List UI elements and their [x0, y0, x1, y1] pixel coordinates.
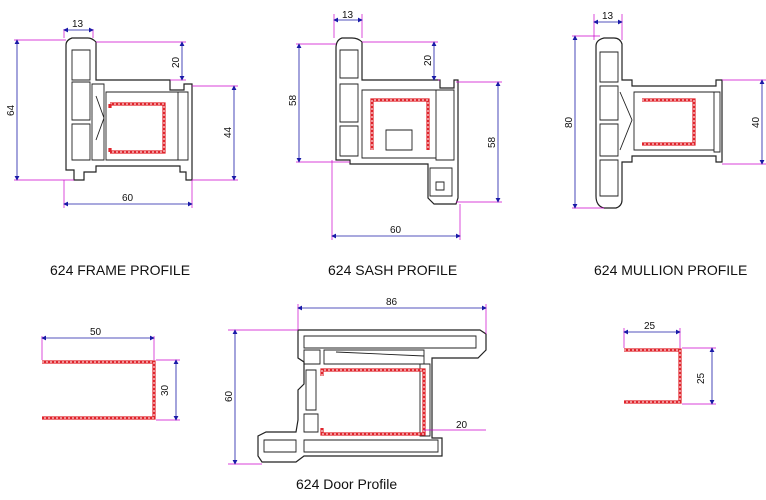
- mullion-dim-right: 40: [751, 116, 762, 128]
- sash-chambers: [339, 49, 455, 197]
- door-dimensions: 86 60 20: [224, 297, 487, 465]
- steel-a-dim-width: 50: [90, 327, 102, 338]
- steel-b-dim-width: 25: [644, 321, 656, 332]
- sash-profile: [335, 37, 459, 205]
- mullion-outline: [595, 37, 723, 209]
- frame-dim-bottom: 60: [122, 193, 134, 204]
- frame-dim-left: 64: [6, 104, 17, 116]
- frame-outline: [65, 37, 193, 181]
- door-caption: 624 Door Profile: [296, 476, 398, 492]
- mullion-dim-top: 13: [602, 11, 614, 22]
- steel-b-dim-height: 25: [696, 372, 707, 384]
- door-dim-width: 86: [386, 297, 398, 308]
- door-dim-inner: 20: [456, 420, 468, 431]
- frame-chambers: [71, 49, 189, 161]
- steel-channel-b: 25 25: [623, 321, 716, 405]
- door-outline: [257, 329, 487, 463]
- sash-dim-upper-right: 20: [423, 54, 434, 66]
- frame-dim-upper-right: 20: [171, 56, 182, 68]
- steel-a-shape: [42, 360, 156, 420]
- sash-dim-right: 58: [487, 136, 498, 148]
- sash-caption: 624 SASH PROFILE: [328, 262, 458, 278]
- mullion-dimensions: 13 80 40: [564, 11, 766, 209]
- mullion-profile: [595, 37, 723, 209]
- sash-dim-left: 58: [288, 94, 299, 106]
- frame-profile: [65, 37, 193, 181]
- sash-dim-bottom: 60: [390, 225, 402, 236]
- door-dim-height: 60: [224, 390, 235, 402]
- sash-dim-top: 13: [342, 10, 354, 21]
- sash-outline: [335, 37, 459, 205]
- sash-dimensions: 13 58 20 58 60: [288, 10, 502, 240]
- frame-dimensions: 13 64 20 44 60: [6, 19, 238, 208]
- door-chambers: [263, 335, 477, 453]
- mullion-caption: 624 MULLION PROFILE: [594, 262, 748, 278]
- frame-dim-top: 13: [72, 19, 84, 30]
- steel-a-dim-height: 30: [160, 384, 171, 396]
- steel-channel-a: 50 30: [41, 327, 180, 421]
- mullion-dim-left: 80: [564, 116, 575, 128]
- door-profile: [257, 329, 487, 463]
- steel-b-shape: [624, 348, 682, 404]
- mullion-chambers: [599, 51, 721, 197]
- frame-caption: 624 FRAME PROFILE: [50, 262, 191, 278]
- frame-dim-right: 44: [223, 126, 234, 138]
